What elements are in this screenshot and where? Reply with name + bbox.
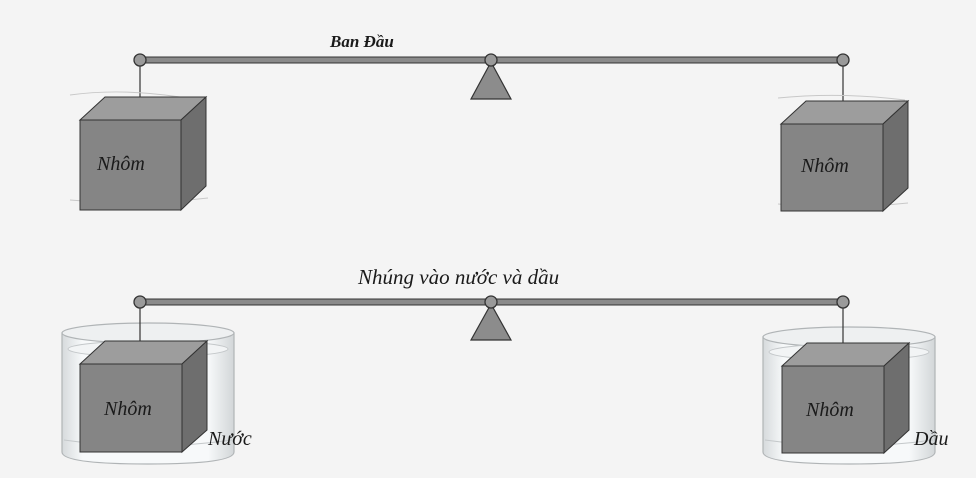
- top-left-block-label: Nhôm: [97, 153, 145, 175]
- bottom-left-pin: [133, 295, 147, 309]
- top-balance: [69, 53, 910, 213]
- bottom-right-block-label: Nhôm: [806, 399, 854, 421]
- top-right-pin: [836, 53, 850, 67]
- water-label: Nước: [208, 428, 252, 450]
- bottom-right-cube: [780, 341, 911, 455]
- top-right-block-label: Nhôm: [801, 155, 849, 177]
- top-pivot-pin: [484, 53, 498, 67]
- top-pivot: [469, 60, 513, 100]
- oil-label: Dầu: [914, 428, 949, 450]
- top-right-cube: [779, 99, 910, 213]
- top-left-pin: [133, 53, 147, 67]
- bottom-left-cube: [78, 339, 209, 454]
- bottom-pivot: [469, 302, 513, 341]
- bottom-title: Nhúng vào nước và dầu: [358, 265, 560, 289]
- top-title: Ban Đầu: [330, 32, 394, 51]
- top-left-cube: [78, 95, 208, 212]
- bottom-balance: [61, 295, 936, 465]
- bottom-right-pin: [836, 295, 850, 309]
- bottom-left-block-label: Nhôm: [104, 398, 152, 420]
- bottom-pivot-pin: [484, 295, 498, 309]
